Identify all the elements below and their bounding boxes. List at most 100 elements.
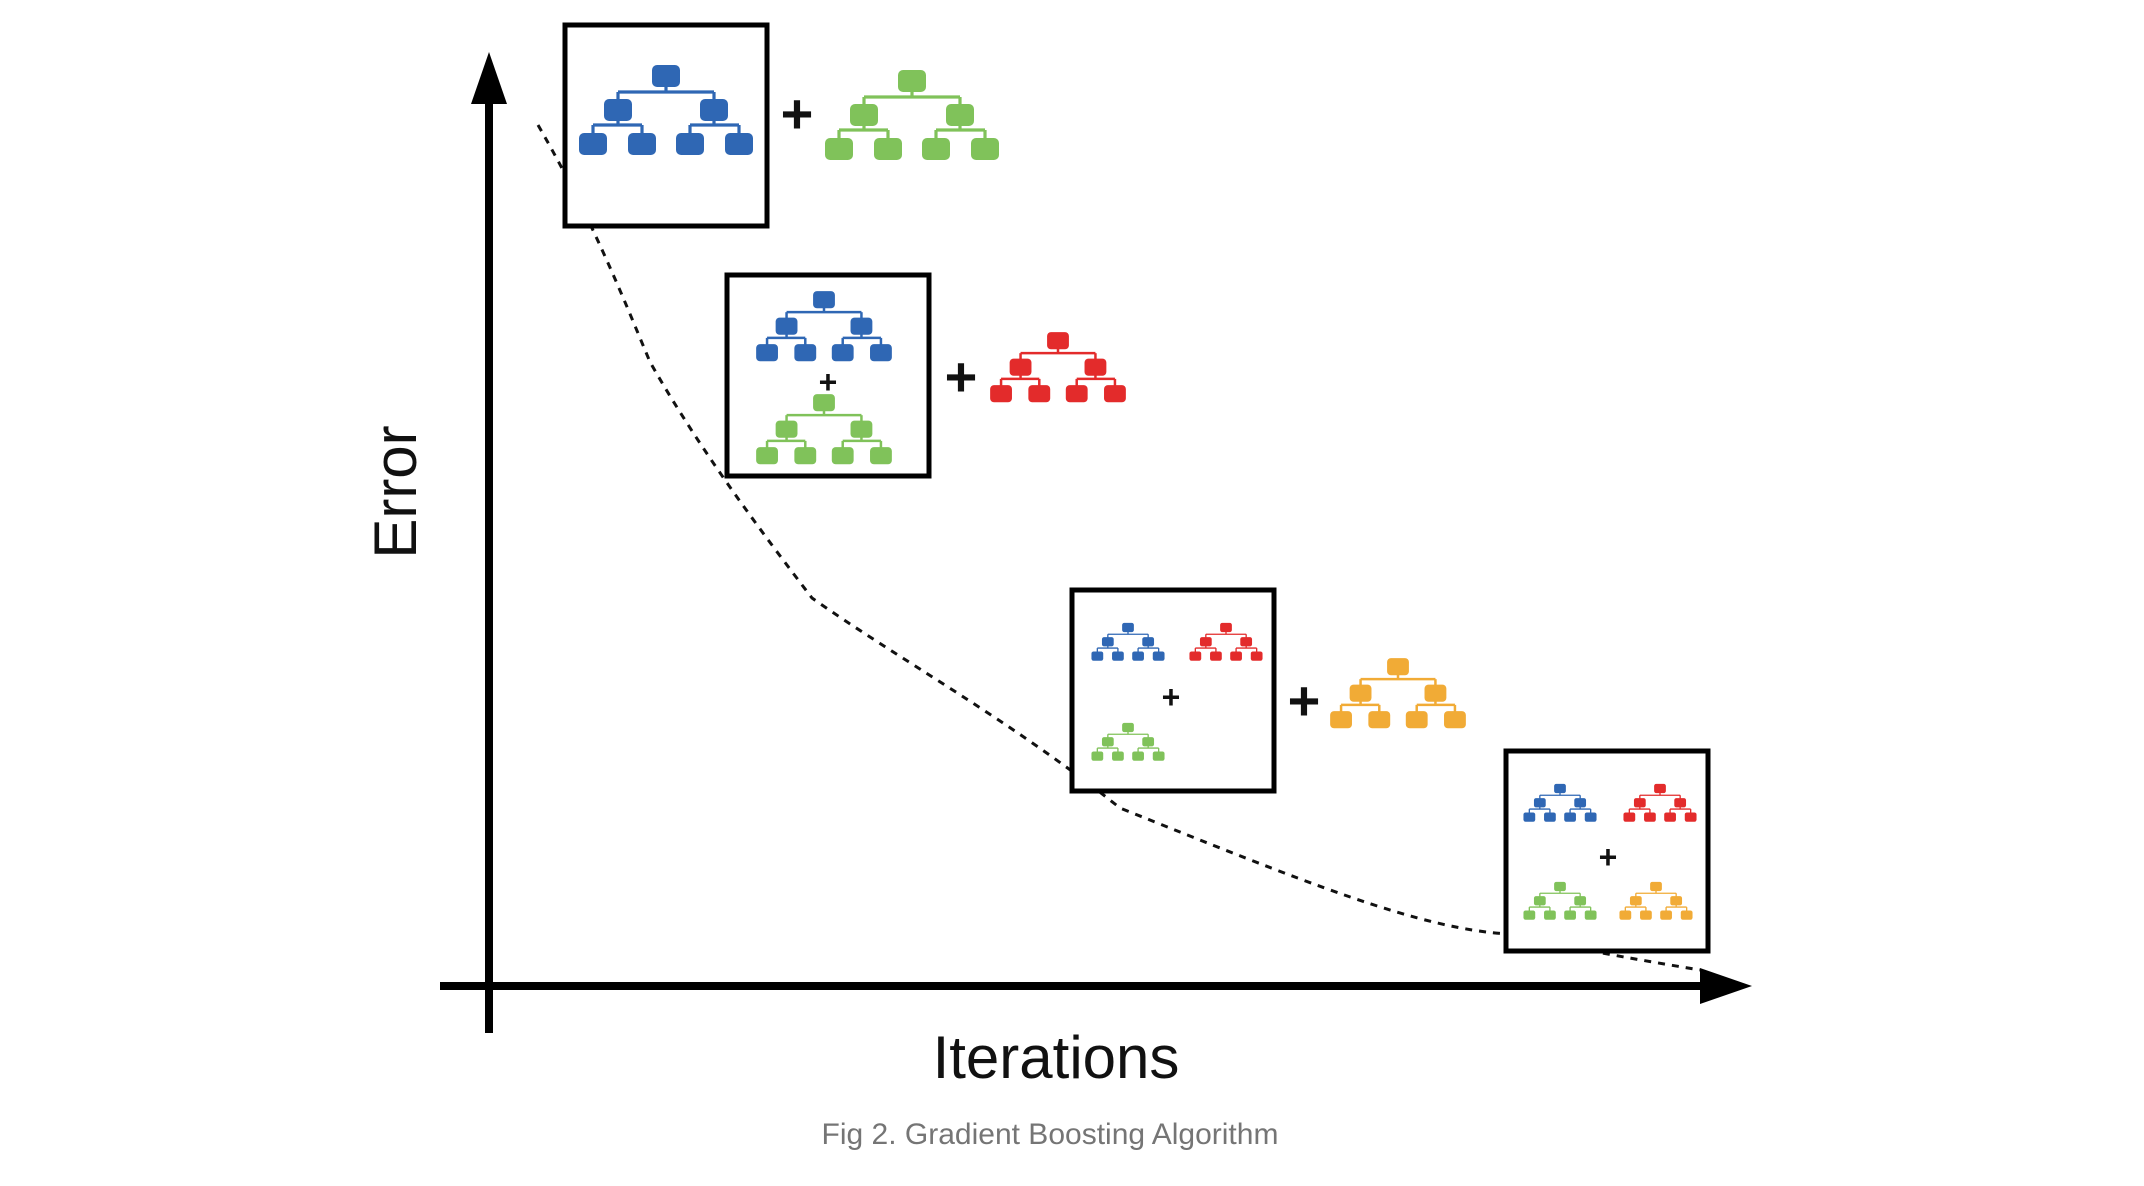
tree-leaf-node	[794, 447, 817, 465]
tree-root-node	[1047, 332, 1069, 350]
tree-leaf-node	[1444, 711, 1466, 729]
tree-stage-2-blue	[756, 291, 892, 362]
tree-root-node	[1554, 881, 1566, 892]
tree-leaf-node	[1210, 651, 1222, 661]
tree-leaf-node	[1368, 711, 1391, 729]
plus-stage-2-added: +	[945, 345, 978, 408]
tree-leaf-node	[1644, 812, 1656, 822]
tree-root-node	[1122, 722, 1134, 733]
tree-leaf-node	[1544, 812, 1556, 822]
tree-internal-node	[1142, 637, 1155, 647]
tree-leaf-node	[676, 133, 704, 155]
tree-internal-node	[1199, 637, 1212, 647]
y-axis-label: Error	[362, 425, 429, 558]
tree-leaf-node	[922, 138, 950, 160]
tree-internal-node	[1101, 737, 1114, 747]
tree-leaf-node	[756, 447, 778, 465]
tree-leaf-node	[1230, 651, 1242, 661]
tree-leaf-node	[794, 344, 817, 362]
tree-leaf-node	[1684, 812, 1697, 822]
tree-leaf-node	[870, 344, 892, 362]
tree-internal-node	[1424, 684, 1447, 702]
tree-leaf-node	[1091, 751, 1104, 761]
tree-leaf-node	[1065, 385, 1088, 403]
tree-leaf-node	[831, 344, 854, 362]
tree-leaf-node	[1544, 910, 1556, 920]
tree-leaf-node	[1112, 651, 1124, 661]
tree-stage-4-green	[1523, 881, 1597, 920]
tree-stage-3-green	[1091, 722, 1165, 761]
tree-root-node	[1654, 783, 1666, 794]
tree-leaf-node	[870, 447, 892, 465]
tree-leaf-node	[1664, 812, 1676, 822]
tree-stage-4-orange	[1619, 881, 1693, 920]
tree-root-node	[1554, 783, 1566, 794]
tree-internal-node	[1574, 896, 1587, 906]
tree-leaf-node	[1152, 651, 1165, 661]
plus-stage-1-added: +	[781, 82, 814, 145]
tree-leaf-node	[1132, 751, 1144, 761]
tree-leaf-node	[1660, 910, 1672, 920]
tree-leaf-node	[825, 138, 853, 160]
tree-leaf-node	[1405, 711, 1428, 729]
tree-leaf-node	[971, 138, 999, 160]
tree-leaf-node	[1091, 651, 1104, 661]
tree-leaf-node	[1152, 751, 1165, 761]
tree-root-node	[813, 291, 835, 309]
tree-stage-2-added-red	[990, 332, 1126, 403]
plus-stage-3-added: +	[1288, 669, 1321, 732]
figure-caption: Fig 2. Gradient Boosting Algorithm	[821, 1118, 1279, 1151]
tree-root-node	[1220, 622, 1232, 633]
tree-root-node	[1387, 658, 1409, 676]
tree-stage-2-green	[756, 394, 892, 465]
tree-leaf-node	[1104, 385, 1126, 403]
tree-leaf-node	[1330, 711, 1352, 729]
plus-stage-3-inside: +	[1162, 679, 1181, 715]
tree-leaf-node	[1619, 910, 1632, 920]
tree-internal-node	[1670, 896, 1683, 906]
tree-internal-node	[850, 420, 873, 438]
tree-stage-4-blue	[1523, 783, 1597, 822]
tree-leaf-node	[579, 133, 607, 155]
stage-3-box	[1069, 587, 1277, 794]
tree-internal-node	[1633, 798, 1646, 808]
tree-internal-node	[700, 99, 728, 121]
axes	[440, 52, 1752, 1033]
tree-root-node	[1650, 881, 1662, 892]
plus-signs: + + + + + +	[781, 82, 1618, 875]
tree-leaf-node	[990, 385, 1012, 403]
tree-internal-node	[1009, 358, 1032, 376]
tree-leaf-node	[756, 344, 778, 362]
tree-leaf-node	[1640, 910, 1652, 920]
tree-leaf-node	[1584, 910, 1597, 920]
tree-leaf-node	[1189, 651, 1202, 661]
tree-leaf-node	[1564, 812, 1576, 822]
tree-stage-3-blue	[1091, 622, 1165, 661]
tree-internal-node	[946, 104, 974, 126]
tree-leaf-node	[1680, 910, 1693, 920]
tree-internal-node	[850, 104, 878, 126]
tree-root-node	[898, 70, 926, 92]
tree-internal-node	[1084, 358, 1107, 376]
tree-internal-node	[775, 420, 798, 438]
plus-stage-4-inside: +	[1599, 839, 1618, 875]
tree-root-node	[1122, 622, 1134, 633]
tree-root-node	[813, 394, 835, 412]
tree-leaf-node	[628, 133, 656, 155]
tree-stage-3-red	[1189, 622, 1263, 661]
tree-leaf-node	[1250, 651, 1263, 661]
stage-2-box	[724, 272, 932, 479]
tree-internal-node	[1349, 684, 1372, 702]
tree-internal-node	[1142, 737, 1155, 747]
tree-internal-node	[1533, 896, 1546, 906]
tree-stage-3-added-orange	[1330, 658, 1466, 729]
tree-leaf-node	[1623, 812, 1636, 822]
stage-boxes	[562, 22, 1711, 954]
tree-stage-1-blue	[579, 65, 753, 155]
plus-stage-2-inside: +	[819, 364, 838, 400]
tree-leaf-node	[1112, 751, 1124, 761]
tree-leaf-node	[725, 133, 753, 155]
tree-stage-1-added-green	[825, 70, 999, 160]
tree-leaf-node	[1132, 651, 1144, 661]
tree-internal-node	[1240, 637, 1253, 647]
